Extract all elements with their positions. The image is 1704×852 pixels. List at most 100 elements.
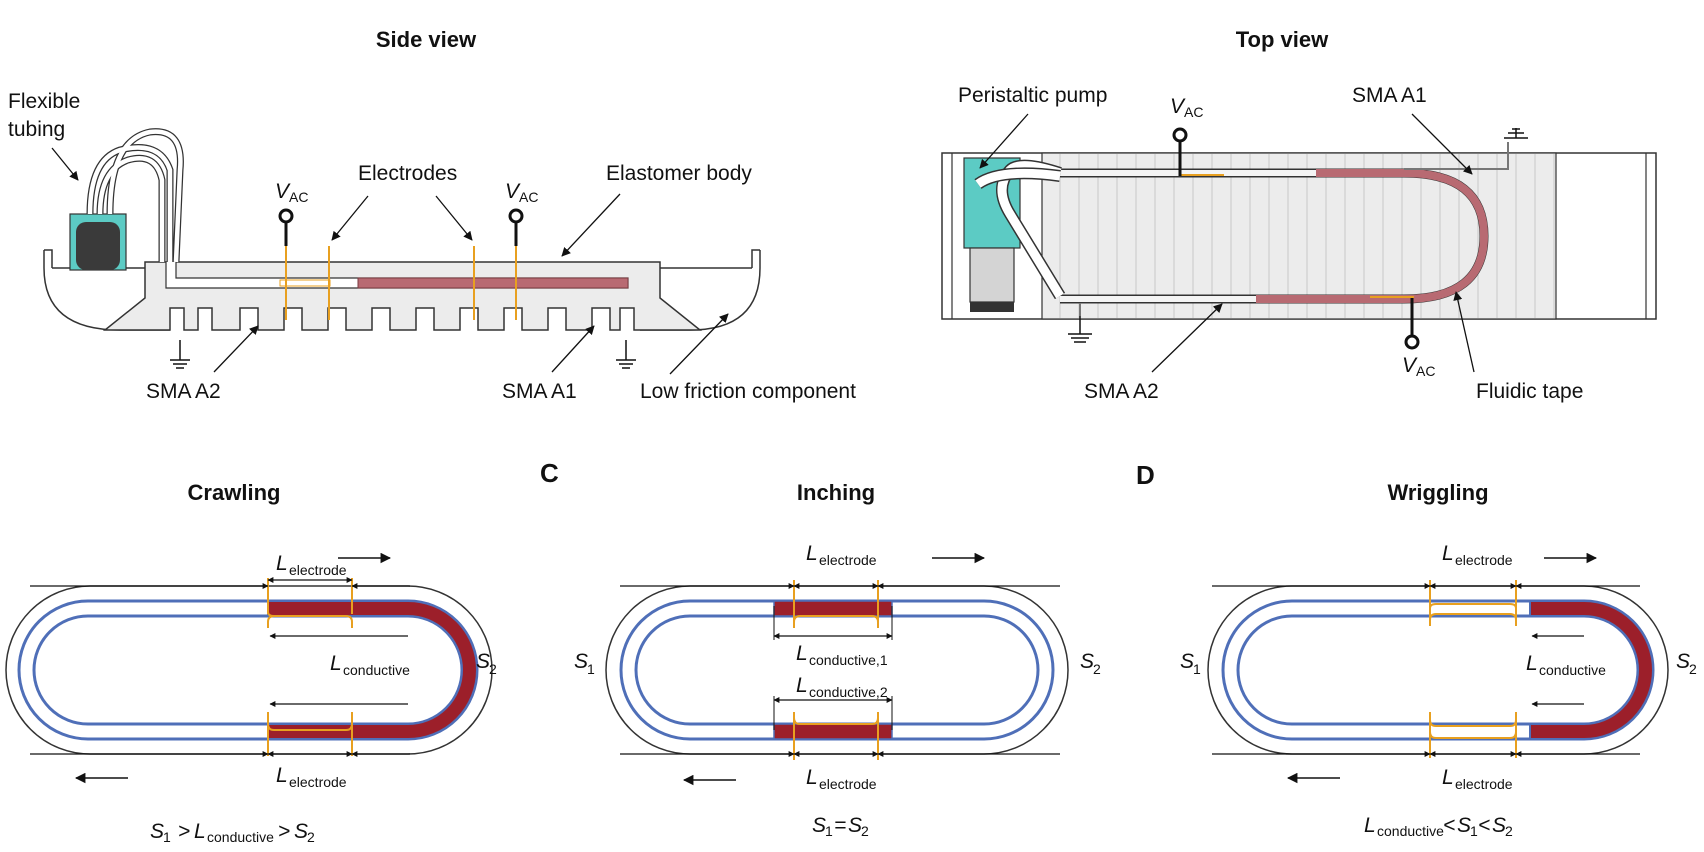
svg-text:1: 1 <box>825 823 833 839</box>
low-friction-label: Low friction component <box>640 380 856 403</box>
crawling-panel: Crawling L electrode L co <box>5 480 497 845</box>
svg-text:1: 1 <box>1470 823 1478 839</box>
svg-text:conductive: conductive <box>1377 823 1444 839</box>
ground-icon <box>616 340 636 369</box>
elastomer-body <box>102 261 703 331</box>
svg-text:electrode: electrode <box>289 562 347 578</box>
svg-text:electrode: electrode <box>289 774 347 790</box>
top-vac-label-2: V <box>1402 354 1418 377</box>
vac-label-1: V <box>275 180 291 203</box>
conductive-fluid <box>357 277 629 289</box>
top-sma-a2-label: SMA A2 <box>1084 380 1159 403</box>
s1-label: S <box>574 650 588 673</box>
conductive-region-top <box>773 600 893 617</box>
svg-text:electrode: electrode <box>819 776 877 792</box>
svg-text:2: 2 <box>489 661 497 677</box>
svg-text:2: 2 <box>861 823 869 839</box>
svg-text:2: 2 <box>1093 661 1101 677</box>
sma-a2-label: SMA A2 <box>146 380 221 403</box>
svg-text:S: S <box>1492 814 1506 837</box>
l-conductive1-label: L <box>796 642 808 665</box>
wriggling-panel: Wriggling L electrode L conductive <box>1180 480 1697 839</box>
pump-tubing <box>974 159 1066 300</box>
svg-text:<: < <box>1443 814 1455 837</box>
top-view-title: Top view <box>1236 27 1329 52</box>
top-view: Top view V AC V AC <box>941 27 1657 403</box>
svg-text:S: S <box>294 820 308 843</box>
conductive-region-bottom <box>773 723 893 740</box>
svg-text:1: 1 <box>1193 661 1201 677</box>
svg-text:conductive: conductive <box>207 829 274 845</box>
svg-text:conductive: conductive <box>1539 662 1606 678</box>
s1-label: S <box>1180 650 1194 673</box>
svg-text:S: S <box>848 814 862 837</box>
flexible-tubing-label: Flexible <box>8 90 80 113</box>
electrode-pair-top <box>1429 580 1517 626</box>
ground-icon <box>1504 128 1528 139</box>
sma-a1-label: SMA A1 <box>502 380 577 403</box>
top-vac-terminal-1 <box>1172 127 1188 143</box>
panel-letter-d: D <box>1136 460 1155 490</box>
svg-text:1: 1 <box>587 661 595 677</box>
side-view-title: Side view <box>376 27 477 52</box>
l-electrode-label-bottom: L <box>1442 766 1454 789</box>
s2-label: S <box>1080 650 1094 673</box>
svg-text:=: = <box>834 814 846 837</box>
l-electrode-label-top: L <box>276 552 288 575</box>
svg-text:conductive: conductive <box>343 662 410 678</box>
l-electrode-label-top: L <box>806 542 818 565</box>
inching-panel: Inching L electrode L condu <box>574 480 1101 839</box>
svg-text:electrode: electrode <box>819 552 877 568</box>
panel-letter-c: C <box>540 458 559 488</box>
top-conductive <box>1256 169 1489 303</box>
l-electrode-label-bottom: L <box>806 766 818 789</box>
svg-text:2: 2 <box>1505 823 1513 839</box>
conductive-region <box>1529 600 1654 740</box>
svg-text:AC: AC <box>1184 104 1203 120</box>
vac-label-2: V <box>505 180 521 203</box>
svg-text:conductive,2: conductive,2 <box>809 684 888 700</box>
vac-terminal-1 <box>278 208 294 224</box>
svg-text:AC: AC <box>1416 363 1435 379</box>
ground-icon <box>170 340 190 369</box>
svg-text:electrode: electrode <box>1455 776 1513 792</box>
inching-title: Inching <box>797 480 875 505</box>
electrode-pair-bottom <box>1429 712 1517 758</box>
svg-text:conductive,1: conductive,1 <box>809 652 888 668</box>
svg-text:AC: AC <box>519 189 538 205</box>
svg-text:S: S <box>1457 814 1471 837</box>
channel-outer <box>619 599 1055 741</box>
side-view: Side view V AC V AC <box>8 27 856 403</box>
svg-text:electrode: electrode <box>1455 552 1513 568</box>
l-conductive-label: L <box>1526 652 1538 675</box>
conductive-region <box>267 600 478 740</box>
l-conductive-label: L <box>330 652 342 675</box>
wriggling-equation: L conductive < S 1 < S 2 <box>1364 814 1513 839</box>
channel-inner <box>634 614 1040 726</box>
l-electrode-label-top: L <box>1442 542 1454 565</box>
inching-equation: S 1 = S 2 <box>812 814 869 839</box>
svg-text:L: L <box>194 820 206 843</box>
electrode-pair-bottom <box>267 712 353 756</box>
peristaltic-pump-label: Peristaltic pump <box>958 84 1107 107</box>
svg-text:2: 2 <box>307 829 315 845</box>
s2-label: S <box>476 650 490 673</box>
top-vac-label-1: V <box>1170 95 1186 118</box>
fluidic-tape-label: Fluidic tape <box>1476 380 1583 403</box>
svg-text:S: S <box>150 820 164 843</box>
l-conductive2-label: L <box>796 674 808 697</box>
wriggling-title: Wriggling <box>1387 480 1488 505</box>
electrodes-label: Electrodes <box>358 162 457 185</box>
vac-terminal-2 <box>508 208 524 224</box>
svg-text:tubing: tubing <box>8 118 65 141</box>
top-elastomer <box>1041 152 1557 320</box>
svg-text:<: < <box>1478 814 1490 837</box>
l-electrode-label-bottom: L <box>276 764 288 787</box>
svg-text:S: S <box>812 814 826 837</box>
sma-a1-wire <box>1404 142 1509 170</box>
s2-label: S <box>1676 650 1690 673</box>
svg-text:>: > <box>272 820 296 843</box>
top-sma-a1-label: SMA A1 <box>1352 84 1427 107</box>
crawling-equation: S 1 > L conductive > S 2 <box>150 820 315 845</box>
